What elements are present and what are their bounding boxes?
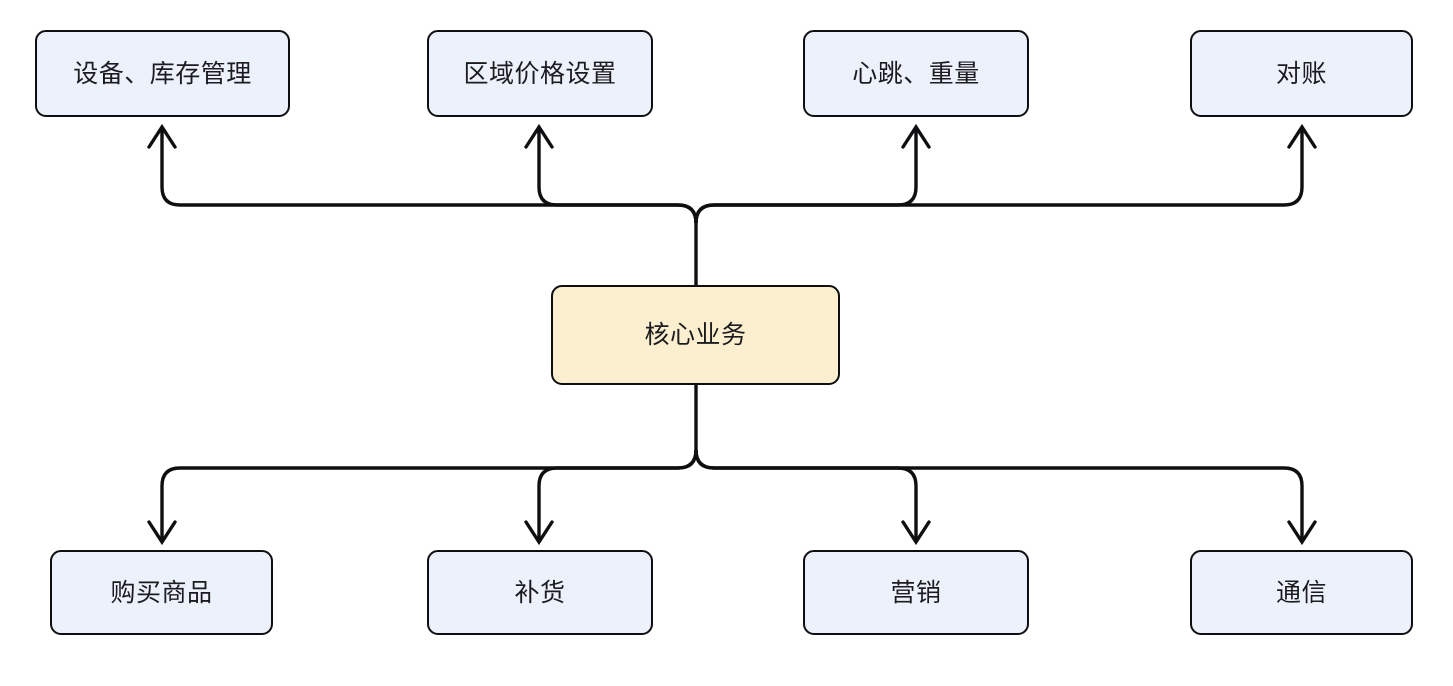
connector-down-down-1 <box>160 449 698 542</box>
node-down-1[interactable]: 购买商品 <box>50 550 273 635</box>
arrowhead-down-down-1 <box>147 520 177 546</box>
arrowhead-up-up-1 <box>147 123 177 149</box>
node-core[interactable]: 核心业务 <box>551 285 840 385</box>
node-label-up-3: 心跳、重量 <box>852 59 980 88</box>
node-label-up-4: 对账 <box>1275 59 1327 88</box>
arrowhead-up-up-3 <box>901 123 931 149</box>
arrowhead-down-down-4 <box>1287 520 1317 546</box>
connector-down-down-3 <box>694 449 918 542</box>
node-label-down-2: 补货 <box>514 578 566 607</box>
connector-down-down-2 <box>537 449 698 542</box>
connector-up-up-4 <box>694 127 1304 224</box>
arrowhead-up-up-4 <box>1287 123 1317 149</box>
connector-down-down-4 <box>694 449 1304 542</box>
arrowhead-up-up-2 <box>524 123 554 149</box>
node-up-3[interactable]: 心跳、重量 <box>803 30 1029 117</box>
node-down-3[interactable]: 营销 <box>803 550 1029 635</box>
arrowhead-down-down-3 <box>901 520 931 546</box>
node-label-up-1: 设备、库存管理 <box>73 59 252 88</box>
node-down-2[interactable]: 补货 <box>427 550 653 635</box>
node-label-up-2: 区域价格设置 <box>463 59 617 88</box>
node-up-2[interactable]: 区域价格设置 <box>427 30 653 117</box>
node-up-4[interactable]: 对账 <box>1190 30 1413 117</box>
node-label-down-3: 营销 <box>890 578 942 607</box>
node-label-core: 核心业务 <box>644 321 747 349</box>
connector-up-up-1 <box>160 127 698 224</box>
node-label-down-4: 通信 <box>1275 578 1327 607</box>
node-label-down-1: 购买商品 <box>110 578 213 607</box>
arrowhead-down-down-2 <box>524 520 554 546</box>
node-down-4[interactable]: 通信 <box>1190 550 1413 635</box>
node-up-1[interactable]: 设备、库存管理 <box>35 30 290 117</box>
connector-up-up-3 <box>694 127 918 224</box>
connector-up-up-2 <box>537 127 698 224</box>
